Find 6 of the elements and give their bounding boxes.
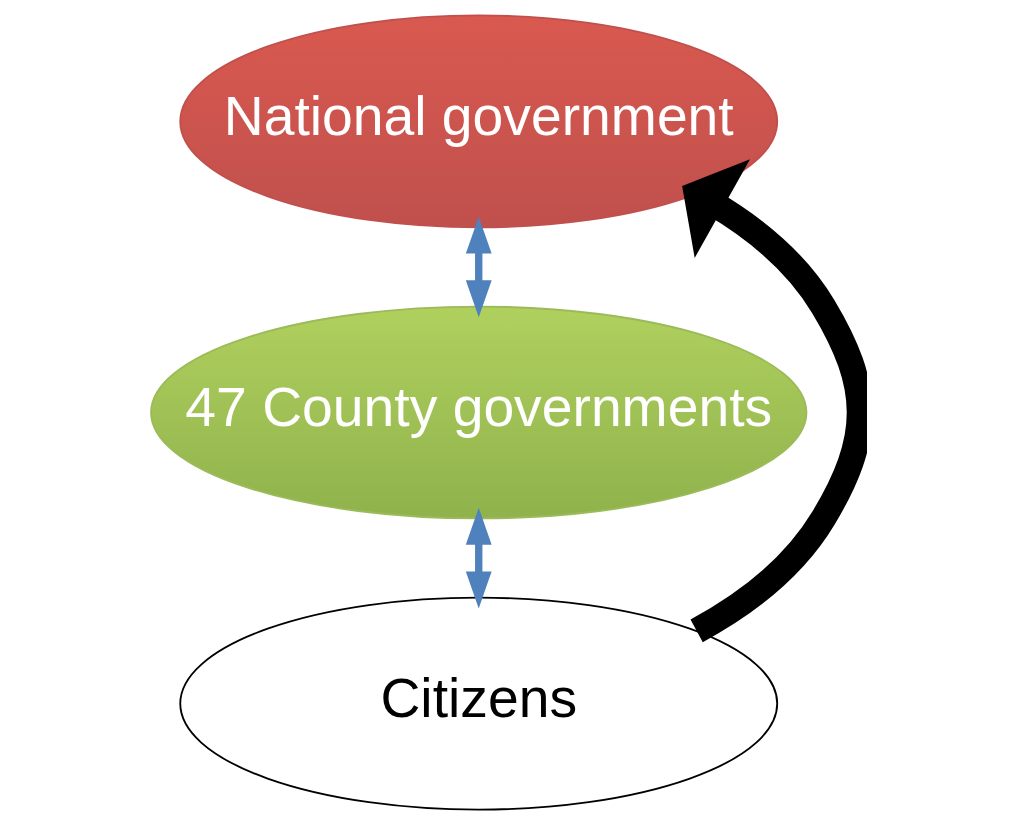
node-ellipse: 47 County governments xyxy=(150,305,808,520)
arrow xyxy=(682,159,867,643)
arrow xyxy=(465,507,492,609)
node-ellipse: National government xyxy=(179,14,779,229)
arrow xyxy=(465,216,492,318)
node-ellipse: Citizens xyxy=(179,596,779,811)
